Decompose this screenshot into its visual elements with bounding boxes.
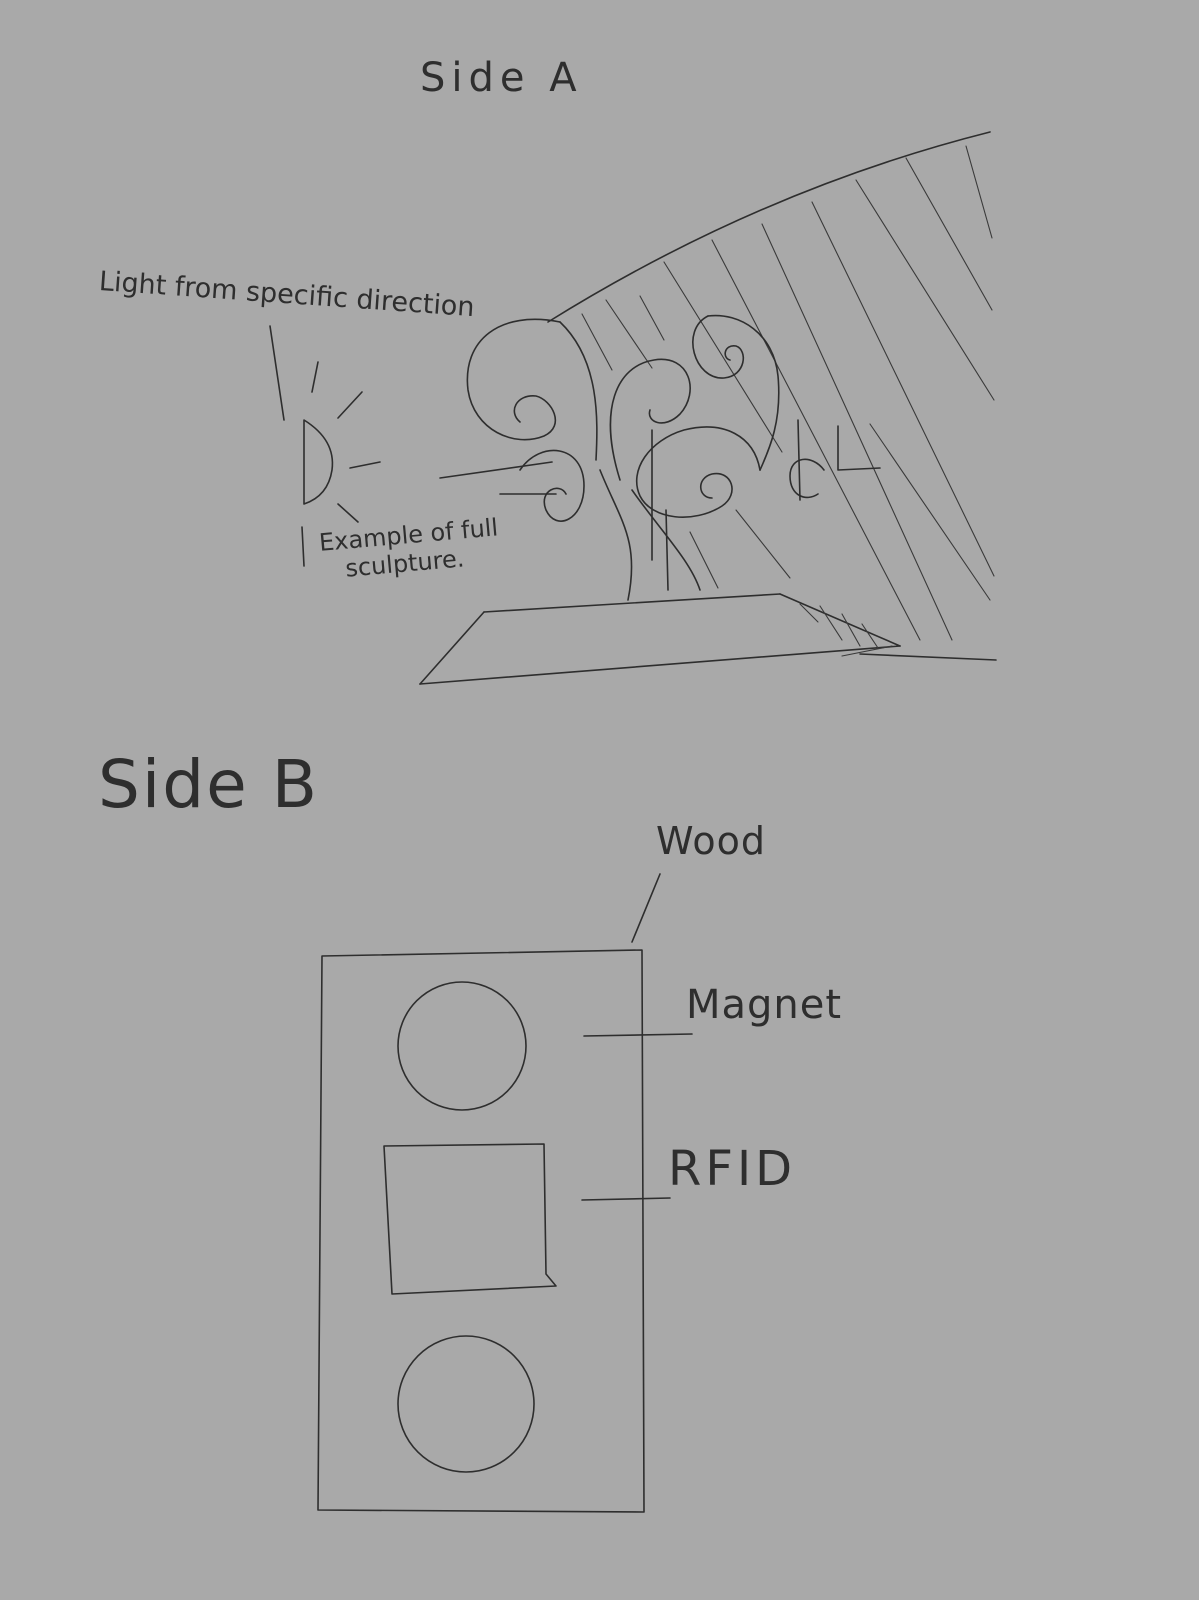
side-a-title: Side A	[420, 55, 583, 101]
magnet-bottom-shape	[397, 1335, 535, 1473]
wood-block	[317, 949, 645, 1513]
magnet-label: Magnet	[686, 982, 843, 1028]
sculpture	[439, 314, 881, 601]
light-source-icon	[301, 361, 381, 567]
rfid-label: RFID	[668, 1141, 797, 1197]
sculpture-base	[419, 593, 901, 685]
magnet-label-pointer	[583, 1033, 693, 1037]
wood-label: Wood	[656, 819, 766, 863]
light-label-pointer	[269, 325, 285, 421]
side-b-title: Side B	[98, 746, 319, 823]
rfid-tag-shape	[383, 1143, 557, 1295]
shadow-region	[547, 131, 997, 661]
magnet-top-shape	[397, 981, 527, 1111]
rfid-label-pointer	[581, 1197, 671, 1201]
wood-label-pointer	[631, 873, 661, 943]
